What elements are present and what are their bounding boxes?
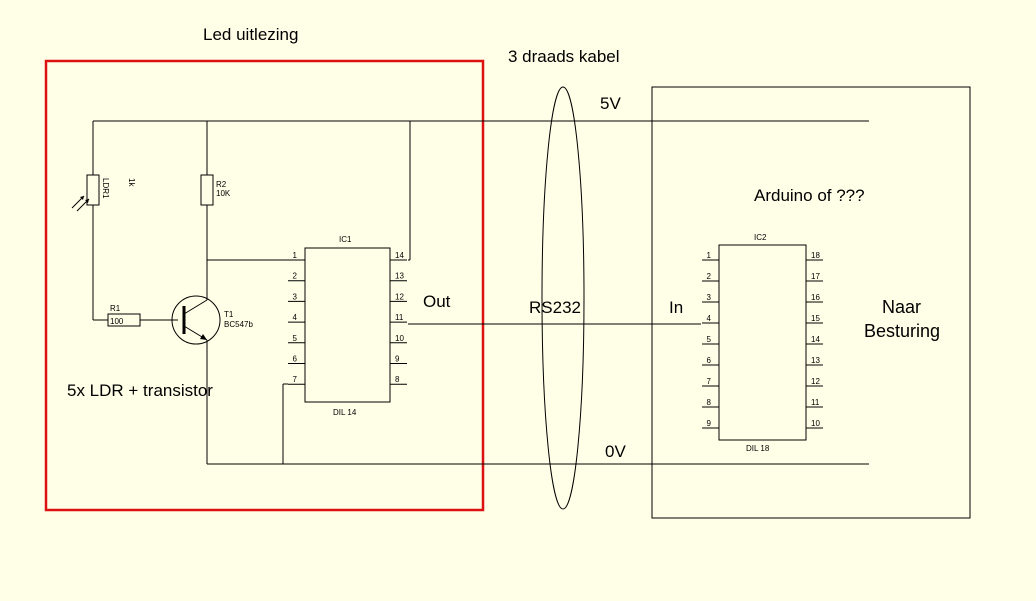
led-readout-title: Led uitlezing: [203, 25, 299, 44]
ic2-pin-label: 6: [707, 356, 712, 365]
ic2-pin-label: 18: [811, 251, 820, 260]
ic1-pin-label: 3: [293, 292, 298, 301]
ic1-pin-label: 6: [293, 355, 298, 364]
ic2-pin-label: 8: [707, 398, 712, 407]
ic2-pin-label: 3: [707, 293, 712, 302]
ic2-pin-label: 13: [811, 356, 820, 365]
cable-label: 3 draads kabel: [508, 47, 620, 66]
ldr1-name: LDR1: [101, 178, 110, 199]
in-label: In: [669, 298, 684, 317]
ic1-pin-label: 7: [293, 375, 298, 384]
t1-value: BC547b: [224, 320, 253, 329]
ic1-pin-label: 4: [293, 313, 298, 322]
led-readout-box: [44, 59, 485, 512]
ic2-pin-label: 11: [811, 398, 820, 407]
rail-0v-label: 0V: [605, 442, 626, 461]
ic1-pin-label: 1: [293, 251, 298, 260]
rs232-label: RS232: [529, 298, 581, 317]
ic1-pin-label: 2: [293, 272, 298, 281]
ic1-name: IC1: [339, 235, 352, 244]
r1-resistor: R1 100: [107, 304, 141, 327]
r2-resistor: R2 10K: [200, 174, 231, 206]
arduino-label: Arduino of ???: [754, 186, 865, 205]
ic2-pin-label: 14: [811, 335, 820, 344]
ic2-name: IC2: [754, 233, 767, 242]
ic1-pin-label: 8: [395, 375, 400, 384]
ic1-pin-label: 14: [395, 251, 404, 260]
t1-transistor: T1 BC547b: [171, 295, 253, 345]
ic2-pin-label: 5: [707, 335, 712, 344]
ic2-pin-label: 2: [707, 272, 712, 281]
ic2-pin-label: 17: [811, 272, 820, 281]
rail-5v-label: 5V: [600, 94, 621, 113]
out-label: Out: [423, 292, 451, 311]
ic1-package: DIL 14: [333, 408, 357, 417]
ic2-pin-label: 12: [811, 377, 820, 386]
t1-name: T1: [224, 310, 234, 319]
ic2-pin-label: 16: [811, 293, 820, 302]
ldr1-value: 1k: [127, 178, 136, 187]
ic2-pin-label: 15: [811, 314, 820, 323]
ldr1-resistor: LDR1 1k: [71, 174, 136, 212]
ic1-pin-label: 12: [395, 292, 404, 301]
ic1-pin-label: 11: [395, 313, 404, 322]
ic2-pin-label: 7: [707, 377, 712, 386]
ldr-transistor-label: 5x LDR + transistor: [67, 381, 213, 400]
ic2-pin-label: 9: [707, 419, 712, 428]
ic2-package: DIL 18: [746, 444, 770, 453]
cable-bundle-ellipse: [541, 86, 585, 510]
arduino-box: [651, 86, 971, 519]
ic2-pin-label: 10: [811, 419, 820, 428]
r1-name: R1: [110, 304, 121, 313]
r2-value: 10K: [216, 189, 231, 198]
ic1-pin-label: 9: [395, 355, 400, 364]
wires: [92, 120, 869, 465]
ic1-pin-label: 5: [293, 334, 298, 343]
r2-name: R2: [216, 180, 227, 189]
ic1-pin-label: 13: [395, 272, 404, 281]
naar-label: Naar: [882, 297, 922, 317]
besturing-label: Besturing: [864, 321, 941, 341]
r1-value: 100: [110, 317, 124, 326]
ic2-pin-label: 1: [707, 251, 712, 260]
ic2-pin-label: 4: [707, 314, 712, 323]
ic1-pin-label: 10: [395, 334, 404, 343]
